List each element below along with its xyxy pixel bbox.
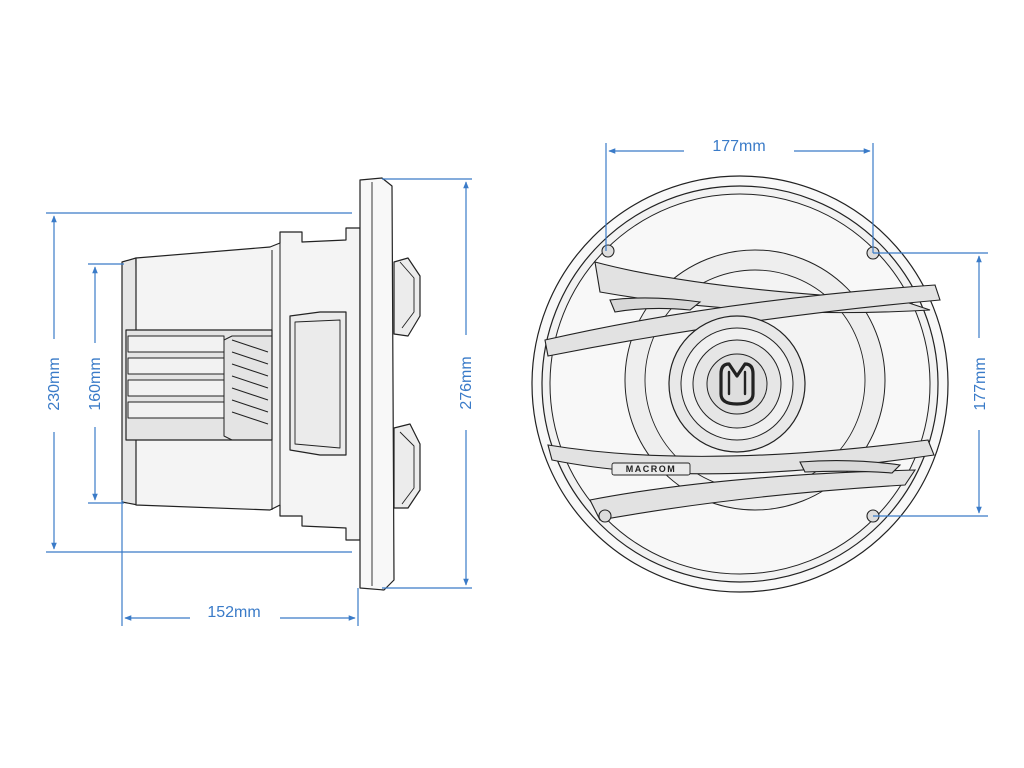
- brand-logo-m: [719, 362, 755, 406]
- dim-label-177mm-horizontal: 177mm: [712, 138, 765, 155]
- dim-label-152mm: 152mm: [207, 604, 260, 621]
- side-tweeter-bottom: [393, 423, 421, 509]
- dim-label-276mm: 276mm: [458, 356, 475, 409]
- dim-label-177mm-vertical: 177mm: [972, 357, 989, 410]
- brand-plate: [611, 462, 691, 476]
- dim-label-230mm: 230mm: [46, 357, 63, 410]
- side-dimension-lines: [46, 178, 472, 626]
- side-basket-window: [289, 311, 347, 456]
- side-fins: [231, 339, 269, 425]
- brand-name: MACROM: [626, 464, 677, 474]
- screw-bottom-left-icon: [598, 509, 612, 523]
- side-ribs: [127, 335, 225, 419]
- side-view: [121, 177, 421, 591]
- side-flange: [359, 177, 395, 591]
- dim-label-160mm: 160mm: [87, 357, 104, 410]
- front-view: [531, 175, 949, 593]
- screw-top-left-icon: [601, 244, 615, 258]
- front-dimension-lines: [605, 143, 988, 517]
